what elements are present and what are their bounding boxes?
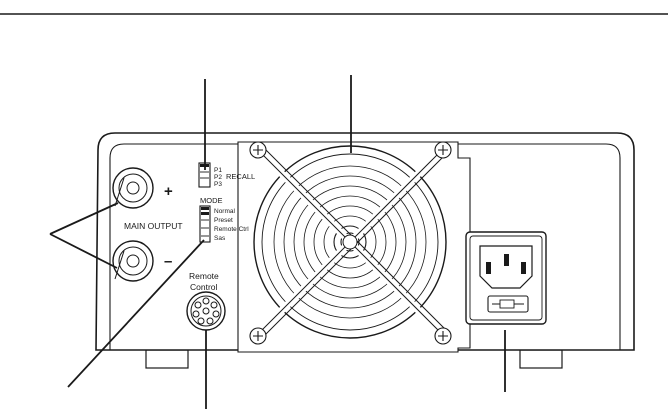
- recall-position-p1: P1: [214, 167, 222, 174]
- iec-power-inlet-icon: [465, 231, 547, 325]
- binding-post-negative-icon: [112, 240, 154, 282]
- minus-sign: –: [164, 253, 172, 270]
- recall-title: RECALL: [226, 172, 255, 181]
- mode-position-remote-ctrl: Remote Ctrl: [214, 226, 249, 233]
- recall-position-p3: P3: [214, 181, 222, 188]
- fan-screw-top-right: [434, 141, 452, 159]
- left-foot: [145, 349, 189, 369]
- plus-sign: +: [164, 183, 173, 200]
- panel-outline: [109, 143, 621, 350]
- remote-control-label-line2: Control: [190, 282, 218, 292]
- circular-din-connector-icon: [186, 291, 226, 331]
- binding-post-icon: [112, 167, 154, 209]
- right-foot: [519, 349, 563, 369]
- callout-output-minus: [49, 233, 118, 269]
- mode-position-preset: Preset: [214, 217, 233, 224]
- fan-screw-bottom-left: [249, 327, 267, 345]
- fan-screw-bottom-right: [434, 327, 452, 345]
- remote-control-label-line1: Remote: [189, 271, 219, 281]
- mode-title: MODE: [200, 196, 223, 205]
- callout-mode: [67, 239, 205, 388]
- recall-position-p2: P2: [214, 174, 222, 181]
- mode-switch: [199, 205, 211, 243]
- callout-output-plus: [49, 202, 119, 235]
- mode-position-normal: Normal: [214, 208, 236, 215]
- fan-screw-top-left: [249, 141, 267, 159]
- mode-position-sas: Sas: [214, 235, 226, 242]
- callout-lines: [49, 75, 506, 409]
- cooling-fan-grille-icon: [249, 141, 452, 345]
- main-output-label: MAIN OUTPUT: [124, 221, 183, 231]
